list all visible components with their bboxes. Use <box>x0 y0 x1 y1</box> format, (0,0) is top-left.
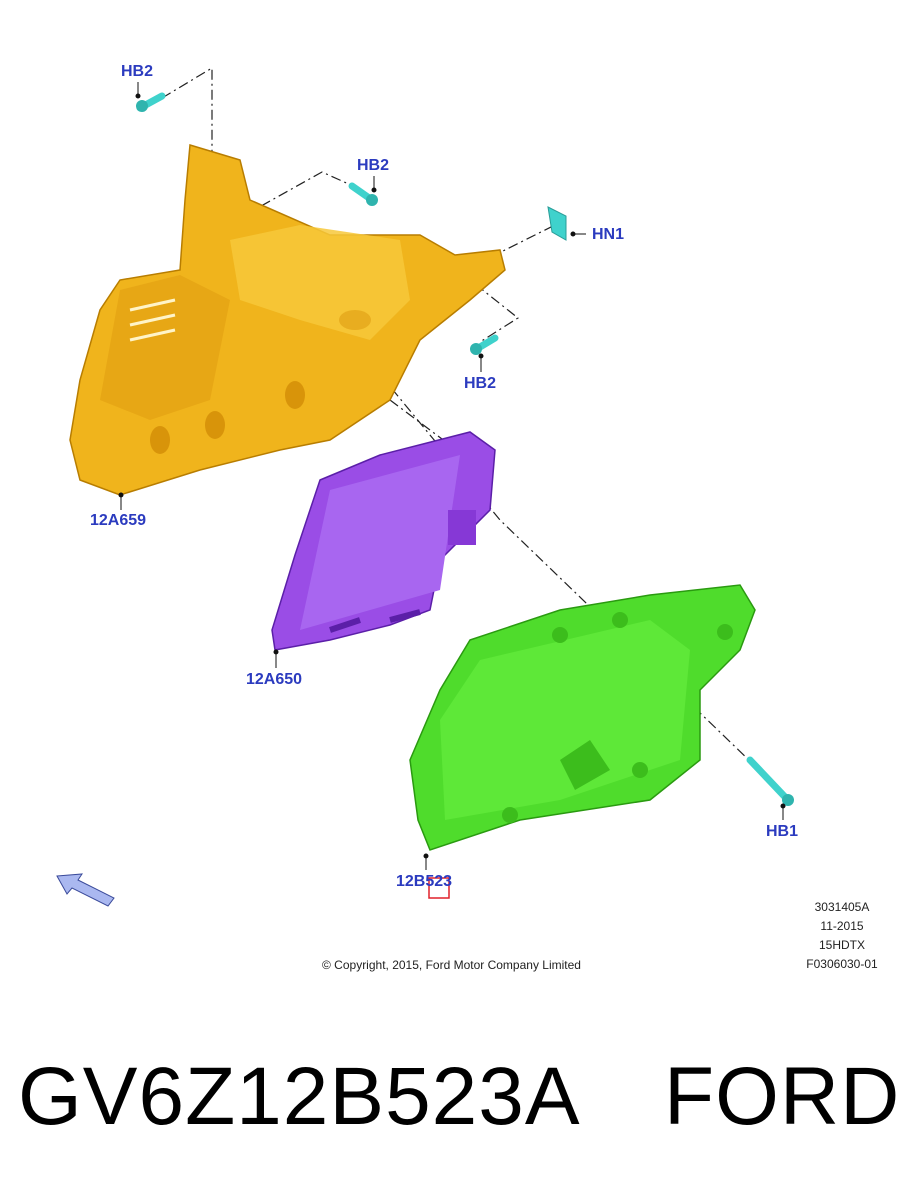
part-number: GV6Z12B523A <box>18 1051 581 1142</box>
revision-date: 11-2015 <box>820 919 864 933</box>
callout-leaders <box>118 82 786 870</box>
callout-bracket: 12A659 <box>90 512 147 529</box>
diagram-artwork <box>56 66 794 907</box>
bolt-icon <box>746 756 794 806</box>
callout-hn1: HN1 <box>592 226 625 243</box>
ecm-bracket <box>69 144 506 496</box>
nut-icon <box>547 206 567 241</box>
callout-hb2-top: HB2 <box>121 63 154 80</box>
callout-hb2-lower: HB2 <box>464 375 497 392</box>
callout-module: 12A650 <box>246 671 303 688</box>
model-code: 15HDTX <box>818 938 865 952</box>
view-direction-arrow-icon <box>56 873 115 907</box>
brand-name: FORD <box>664 1051 901 1142</box>
exploded-parts-diagram: HB2 HB2 HN1 HB2 12A659 12A650 12B523 HB1… <box>56 63 878 972</box>
bolt-icon <box>136 92 166 112</box>
figure-number: F0306030-01 <box>806 957 878 971</box>
copyright-notice: © Copyright, 2015, Ford Motor Company Li… <box>322 958 581 972</box>
ecm-cover <box>409 584 756 851</box>
highlight-box <box>428 877 450 899</box>
callout-hb1: HB1 <box>766 823 799 840</box>
reference-number: 3031405A <box>814 900 870 914</box>
callout-hb2-mid: HB2 <box>357 157 390 174</box>
bolt-icon <box>348 182 378 206</box>
bolt-icon <box>470 334 499 355</box>
engine-control-module <box>271 431 496 651</box>
callout-cover: 12B523 <box>396 873 453 890</box>
